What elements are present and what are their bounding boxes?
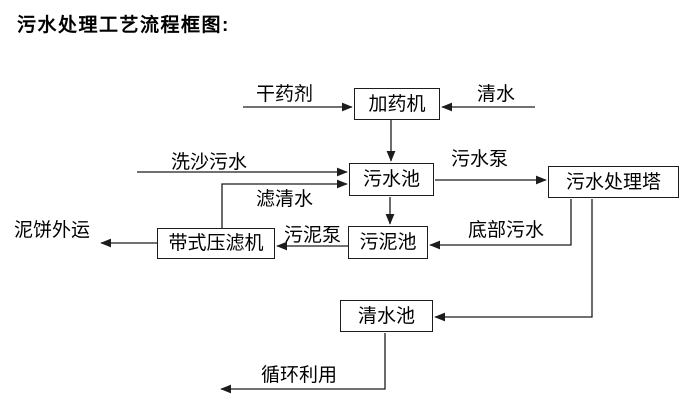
flow-label-clean-water: 清水 xyxy=(477,84,516,105)
arrow-recycle-use xyxy=(220,333,386,394)
node-sludge-pool-label: 污泥池 xyxy=(359,232,417,253)
node-sewage-pool-label: 污水池 xyxy=(362,169,420,190)
flow-label-sludge-pump: 污泥泵 xyxy=(284,225,342,246)
flow-label-bottom-sewage: 底部污水 xyxy=(468,220,545,241)
node-clean-water-pool: 清水池 xyxy=(340,300,433,332)
flow-label-mud-cake-out: 泥饼外运 xyxy=(14,220,91,241)
flow-label-sand-washing-sewage: 洗沙污水 xyxy=(171,152,248,173)
node-belt-filter-press: 带式压滤机 xyxy=(157,228,275,259)
flow-label-dry-agent: 干药剂 xyxy=(256,84,314,105)
node-sewage-pool: 污水池 xyxy=(349,163,434,196)
flow-label-sewage-pump: 污水泵 xyxy=(451,149,509,170)
node-sewage-treatment-tower: 污水处理塔 xyxy=(548,166,679,198)
page-title: 污水处理工艺流程框图: xyxy=(17,15,230,36)
node-belt-filter-press-label: 带式压滤机 xyxy=(168,233,264,254)
arrow-bottom-sewage-to-sludge-pool xyxy=(429,199,572,250)
flow-label-recycle-use: 循环利用 xyxy=(261,365,338,386)
node-clean-water-pool-label: 清水池 xyxy=(357,305,415,327)
node-dosing-machine-label: 加药机 xyxy=(368,93,426,115)
arrow-filtered-water-to-sewage-pool xyxy=(221,179,348,229)
arrow-tower-to-clean-water-pool xyxy=(434,199,593,322)
node-sewage-treatment-tower-label: 污水处理塔 xyxy=(565,171,661,193)
node-dosing-machine: 加药机 xyxy=(354,88,440,120)
flow-label-filtered-clean-water: 滤清水 xyxy=(256,189,314,210)
node-sludge-pool: 污泥池 xyxy=(348,226,428,259)
